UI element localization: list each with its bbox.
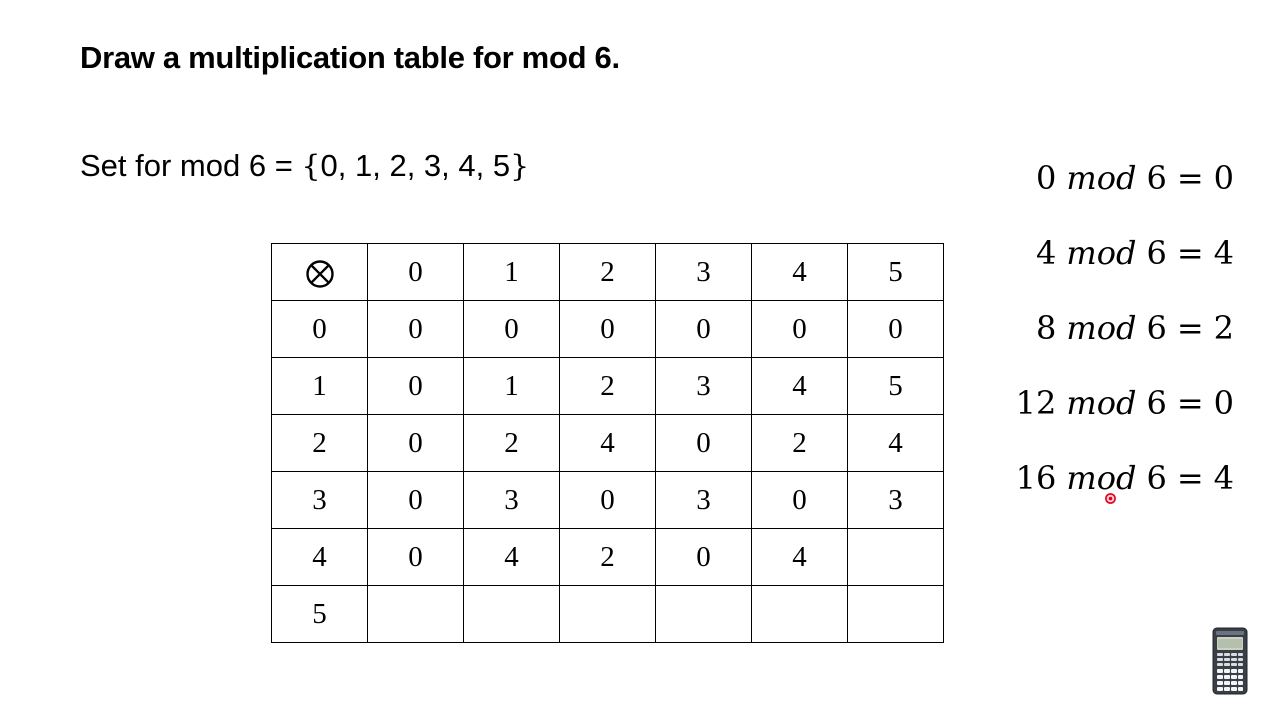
table-cell: 2 bbox=[751, 414, 848, 472]
table-cell: 2 bbox=[559, 528, 656, 586]
table-cell bbox=[463, 585, 560, 643]
equation-modulus: 6 bbox=[1146, 159, 1167, 197]
equation-rhs: 4 bbox=[1213, 459, 1234, 497]
equation-lhs: 0 bbox=[1036, 159, 1057, 197]
set-close-brace: } bbox=[510, 149, 530, 184]
equation-rhs: 4 bbox=[1213, 234, 1234, 272]
table-row: 1 0 1 2 3 4 5 bbox=[271, 357, 944, 415]
table-cell bbox=[655, 585, 752, 643]
equation-lhs: 16 bbox=[1015, 459, 1057, 497]
equation-equals: = bbox=[1176, 159, 1204, 197]
table-row: 3 0 3 0 3 0 3 bbox=[271, 471, 944, 529]
table-cell bbox=[847, 528, 944, 586]
table-cell: 0 bbox=[367, 414, 464, 472]
table-cell: 0 bbox=[559, 300, 656, 358]
row-label: 2 bbox=[271, 414, 368, 472]
equation-modulus: 6 bbox=[1146, 459, 1167, 497]
table-cell: 0 bbox=[559, 471, 656, 529]
equation-equals: = bbox=[1176, 309, 1204, 347]
table-cell: 5 bbox=[847, 357, 944, 415]
table-corner bbox=[271, 243, 368, 301]
table-cell: 1 bbox=[463, 357, 560, 415]
equation-lhs: 12 bbox=[1015, 384, 1057, 422]
equation-operator: mod bbox=[1066, 234, 1137, 272]
set-prefix: Set for mod 6 = bbox=[80, 148, 302, 183]
row-label: 4 bbox=[271, 528, 368, 586]
equation-operator: mod bbox=[1066, 309, 1137, 347]
otimes-icon bbox=[305, 259, 334, 288]
equation-operator: mod bbox=[1066, 384, 1137, 422]
table-cell: 4 bbox=[559, 414, 656, 472]
header-cell: 4 bbox=[751, 243, 848, 301]
table-cell bbox=[559, 585, 656, 643]
table-cell: 0 bbox=[655, 528, 752, 586]
table-cell: 0 bbox=[367, 471, 464, 529]
table-row: 2 0 2 4 0 2 4 bbox=[271, 414, 944, 472]
table-cell bbox=[367, 585, 464, 643]
equation-equals: = bbox=[1176, 234, 1204, 272]
equation-modulus: 6 bbox=[1146, 309, 1167, 347]
row-label: 5 bbox=[271, 585, 368, 643]
table-cell: 4 bbox=[751, 528, 848, 586]
table-cell: 2 bbox=[463, 414, 560, 472]
header-cell: 3 bbox=[655, 243, 752, 301]
table-cell: 3 bbox=[655, 471, 752, 529]
equation-rhs: 0 bbox=[1213, 384, 1234, 422]
equation-lhs: 4 bbox=[1036, 234, 1057, 272]
table-cell: 0 bbox=[655, 300, 752, 358]
table-cell: 0 bbox=[367, 300, 464, 358]
equation-operator: mod bbox=[1066, 459, 1137, 497]
table-cell: 0 bbox=[847, 300, 944, 358]
table-row: 5 bbox=[271, 585, 944, 643]
set-definition: Set for mod 6 = {0, 1, 2, 3, 4, 5} bbox=[80, 148, 529, 184]
set-elements: 0, 1, 2, 3, 4, 5 bbox=[320, 148, 511, 183]
header-cell: 0 bbox=[367, 243, 464, 301]
table-cell: 2 bbox=[559, 357, 656, 415]
table-cell: 0 bbox=[655, 414, 752, 472]
table-cell bbox=[847, 585, 944, 643]
equation-modulus: 6 bbox=[1146, 234, 1167, 272]
equation-equals: = bbox=[1176, 384, 1204, 422]
table-header-row: 0 1 2 3 4 5 bbox=[271, 243, 944, 301]
table-cell: 0 bbox=[367, 528, 464, 586]
table-cell: 4 bbox=[847, 414, 944, 472]
row-label: 1 bbox=[271, 357, 368, 415]
calculator-icon[interactable] bbox=[1212, 627, 1248, 695]
table-cell: 4 bbox=[751, 357, 848, 415]
table-cell: 0 bbox=[751, 471, 848, 529]
table-cell: 3 bbox=[655, 357, 752, 415]
set-open-brace: { bbox=[301, 149, 321, 184]
table-cell: 4 bbox=[463, 528, 560, 586]
equation-equals: = bbox=[1176, 459, 1204, 497]
table-cell bbox=[751, 585, 848, 643]
table-cell: 0 bbox=[463, 300, 560, 358]
multiplication-table: 0 1 2 3 4 5 0 0 0 0 0 0 0 1 0 1 2 3 4 5 … bbox=[271, 243, 944, 643]
equation-rhs: 0 bbox=[1213, 159, 1234, 197]
row-label: 0 bbox=[271, 300, 368, 358]
equation-rhs: 2 bbox=[1213, 309, 1234, 347]
equation-operator: mod bbox=[1066, 159, 1137, 197]
header-cell: 2 bbox=[559, 243, 656, 301]
table-cell: 3 bbox=[847, 471, 944, 529]
table-cell: 0 bbox=[367, 357, 464, 415]
header-cell: 5 bbox=[847, 243, 944, 301]
table-row: 4 0 4 2 0 4 bbox=[271, 528, 944, 586]
page-title: Draw a multiplication table for mod 6. bbox=[80, 40, 620, 75]
equation-lhs: 8 bbox=[1036, 309, 1057, 347]
table-cell: 3 bbox=[463, 471, 560, 529]
equation-modulus: 6 bbox=[1146, 384, 1167, 422]
laser-pointer-icon bbox=[1105, 493, 1116, 504]
row-label: 3 bbox=[271, 471, 368, 529]
table-cell: 0 bbox=[751, 300, 848, 358]
header-cell: 1 bbox=[463, 243, 560, 301]
table-row: 0 0 0 0 0 0 0 bbox=[271, 300, 944, 358]
